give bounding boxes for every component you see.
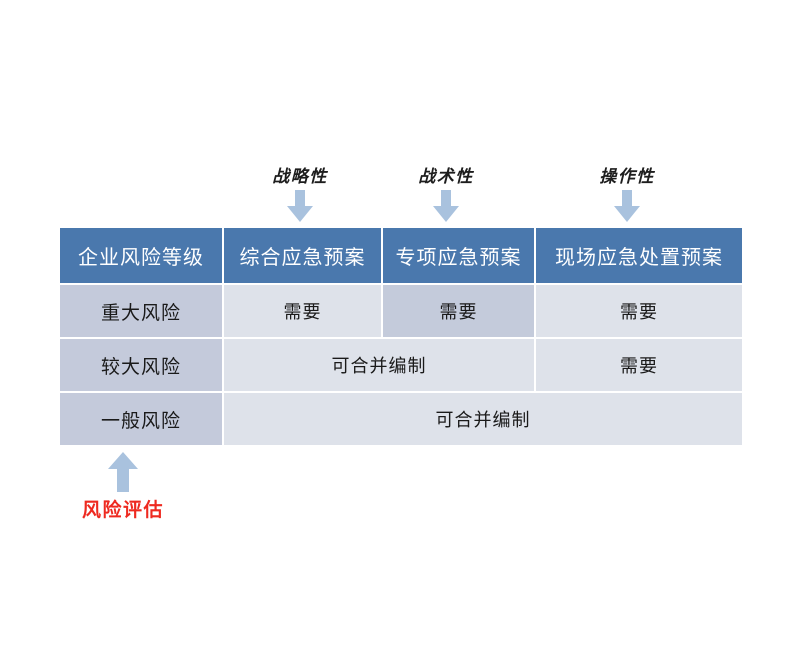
arrow-down-icon-operational — [614, 190, 640, 222]
table-row: 一般风险 可合并编制 — [60, 393, 742, 445]
caption-risk-assessment: 风险评估 — [81, 500, 165, 521]
column-header-onsite: 现场应急处置预案 — [536, 228, 742, 283]
annotation-label-strategic: 战略性 — [272, 167, 328, 186]
row-header-major-risk: 重大风险 — [60, 285, 222, 337]
arrow-up-icon-risk-assessment — [108, 452, 138, 492]
column-header-special: 专项应急预案 — [383, 228, 534, 283]
cell-major-onsite: 需要 — [536, 285, 742, 337]
annotation-label-operational: 操作性 — [599, 167, 655, 186]
annotation-label-tactical: 战术性 — [418, 167, 474, 186]
column-header-risk-level: 企业风险等级 — [60, 228, 222, 283]
arrow-down-icon-strategic — [287, 190, 313, 222]
cell-higher-onsite: 需要 — [536, 339, 742, 391]
row-header-higher-risk: 较大风险 — [60, 339, 222, 391]
emergency-plan-matrix-table: 企业风险等级 综合应急预案 专项应急预案 现场应急处置预案 重大风险 需要 需要… — [58, 226, 744, 447]
cell-major-comprehensive: 需要 — [224, 285, 381, 337]
cell-general-merged-plan: 可合并编制 — [224, 393, 742, 445]
table-row: 较大风险 可合并编制 需要 — [60, 339, 742, 391]
table-header-row: 企业风险等级 综合应急预案 专项应急预案 现场应急处置预案 — [60, 228, 742, 283]
arrow-down-icon-tactical — [433, 190, 459, 222]
column-header-comprehensive: 综合应急预案 — [224, 228, 381, 283]
table-row: 重大风险 需要 需要 需要 — [60, 285, 742, 337]
cell-major-special: 需要 — [383, 285, 534, 337]
row-header-general-risk: 一般风险 — [60, 393, 222, 445]
cell-higher-merged-plan: 可合并编制 — [224, 339, 534, 391]
